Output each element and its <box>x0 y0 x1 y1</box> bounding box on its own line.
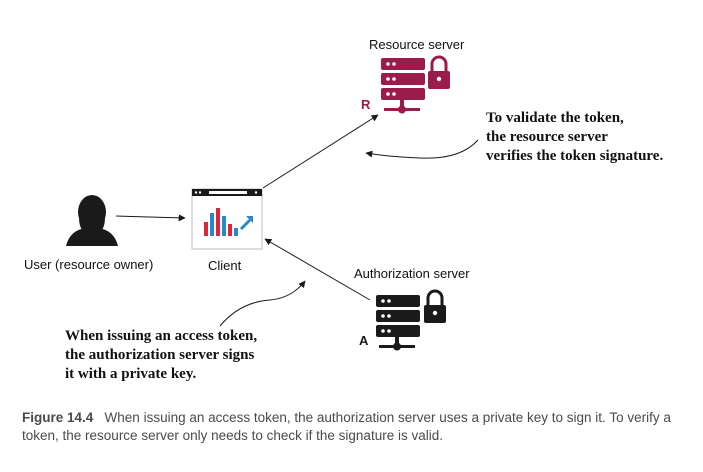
resource-callout-curve <box>365 139 479 159</box>
authorization-callout-curve <box>219 280 306 327</box>
authorization-server-icon <box>376 289 446 351</box>
authorization-to-client-arrow <box>264 238 371 301</box>
client-label: Client <box>208 258 242 273</box>
client-icon <box>191 188 263 250</box>
authorization-server-letter: A <box>359 333 369 348</box>
resource-server-icon <box>381 55 450 114</box>
figure-caption-text: When issuing an access token, the author… <box>22 410 671 443</box>
figure-caption: Figure 14.4 When issuing an access token… <box>22 409 682 445</box>
user-to-client-arrow <box>115 214 186 222</box>
resource-server-label: Resource server <box>369 37 465 52</box>
authorization-server-note: When issuing an access token, the author… <box>65 327 257 384</box>
authorization-server-label: Authorization server <box>354 266 470 281</box>
authorization-note-line: the authorization server signs <box>65 347 255 363</box>
resource-server-letter: R <box>361 97 371 112</box>
figure-number: Figure 14.4 <box>22 410 94 425</box>
user-label: User (resource owner) <box>24 257 154 272</box>
resource-note-line: To validate the token, <box>486 110 624 126</box>
authorization-note-line: When issuing an access token, <box>65 328 258 344</box>
user-icon <box>66 195 118 246</box>
resource-note-line: verifies the token signature. <box>486 148 664 164</box>
client-to-resource-arrow <box>262 114 379 189</box>
authorization-note-line: it with a private key. <box>65 366 197 382</box>
resource-server-note: To validate the token, the resource serv… <box>486 109 663 166</box>
resource-note-line: the resource server <box>486 129 608 145</box>
